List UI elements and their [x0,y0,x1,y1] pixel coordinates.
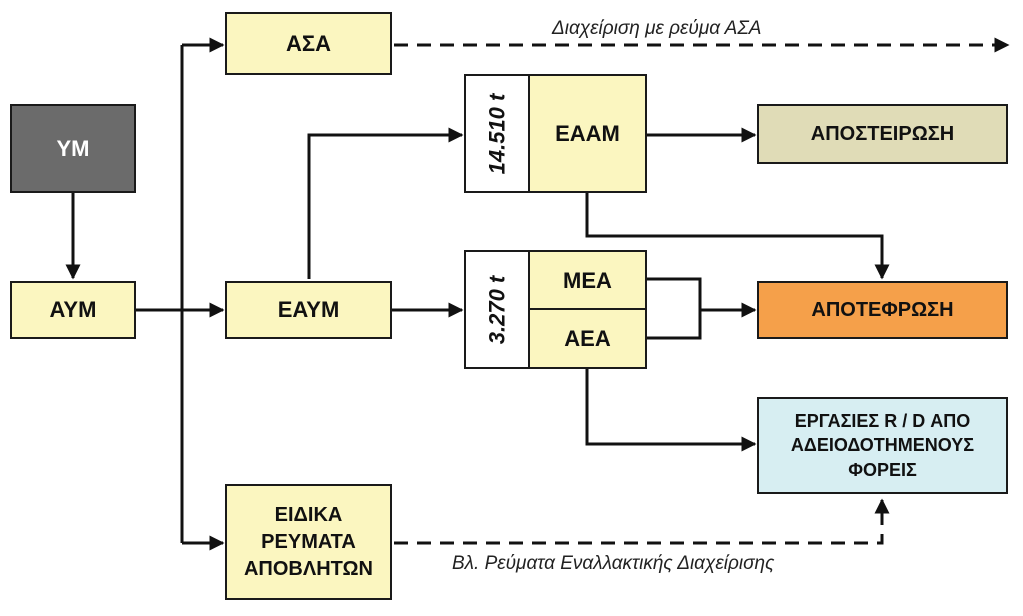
node-mea-label: ΜΕΑ [563,267,612,293]
node-aea-label: ΑΕΑ [564,325,611,351]
node-eidika-reymata: ΕΙΔΙΚΑ ΡΕΥΜΑΤΑ ΑΠΟΒΛΗΤΩΝ [225,484,392,600]
node-aposteirosi-label: ΑΠΟΣΤΕΙΡΩΣΗ [810,122,955,145]
qty-eaam: 14.510 t [464,74,530,193]
node-asa-label: ΑΣΑ [286,30,331,56]
node-aym-label: ΑΥΜ [49,297,97,322]
node-eidika-line-3: ΑΠΟΒΛΗΤΩΝ [243,557,373,580]
node-eidika-line-2: ΡΕΥΜΑΤΑ [261,530,356,553]
qty-mea-aea-label: 3.270 t [484,275,509,344]
node-aea: ΑΕΑ [528,308,647,369]
dashed-special-flow [394,498,890,545]
node-apotefrosi: ΑΠΟΤΕΦΡΩΣΗ [757,281,1008,339]
arrow-eaym-to-eaam [307,127,464,279]
node-ergasies-line-1: ΕΡΓΑΣΙΕΣ R / D ΑΠΟ [794,411,971,432]
arrow-aea-to-ergasies [585,368,757,452]
node-aym: ΑΥΜ [10,281,136,339]
node-eaym: ΕΑΥΜ [225,281,392,339]
annotation-asa-flow: Διαχείριση με ρεύμα ΑΣΑ [552,18,762,39]
node-ym-label: ΥΜ [56,135,90,161]
node-eidika-line-1: ΕΙΔΙΚΑ [274,503,343,526]
node-ergasies-line-3: ΦΟΡΕΙΣ [848,459,917,480]
node-aposteirosi: ΑΠΟΣΤΕΙΡΩΣΗ [757,104,1008,164]
qty-eaam-label: 14.510 t [484,93,510,174]
annotation-special-flow: Βλ. Ρεύματα Εναλλακτικής Διαχείρισης [452,553,775,574]
node-ergasies-line-2: ΑΔΕΙΟΔΟΤΗΜΕΝΟΥΣ [790,435,975,456]
node-apotefrosi-label: ΑΠΟΤΕΦΡΩΣΗ [811,298,954,321]
merge-mea-aea [646,277,702,340]
node-eaym-label: ΕΑΥΜ [277,297,340,322]
arrow-eaam-to-apotefrosi [585,193,890,280]
node-asa: ΑΣΑ [225,12,392,75]
node-eaam: ΕΑΑΜ [528,74,647,193]
node-ergasies: ΕΡΓΑΣΙΕΣ R / D ΑΠΟ ΑΔΕΙΟΔΟΤΗΜΕΝΟΥΣ ΦΟΡΕΙ… [757,397,1008,494]
node-ym: ΥΜ [10,104,136,193]
node-mea: ΜΕΑ [528,250,647,311]
qty-mea-aea: 3.270 t [464,250,530,369]
node-eaam-label: ΕΑΑΜ [555,120,620,146]
